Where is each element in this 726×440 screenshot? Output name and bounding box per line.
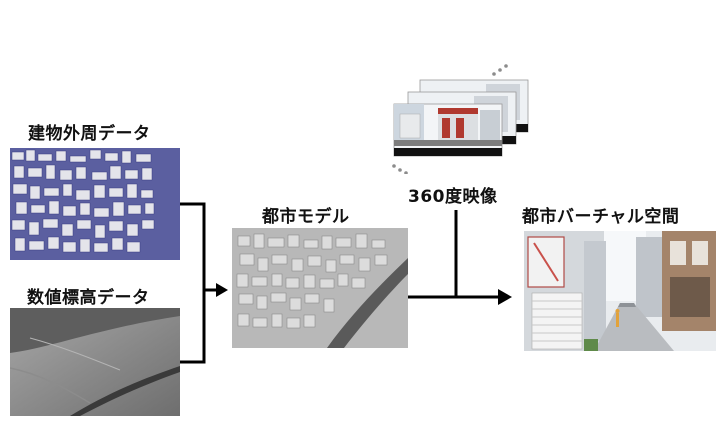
merge-arrow xyxy=(180,202,228,364)
video-360-frames xyxy=(378,62,538,174)
building-footprint-image xyxy=(10,148,180,260)
city-model-image xyxy=(232,228,408,348)
virtual-space-label: 都市バーチャル空間 xyxy=(522,207,680,227)
virtual-space-image xyxy=(524,231,716,351)
elevation-data-image xyxy=(10,308,180,416)
video-merge-arrow xyxy=(408,210,512,305)
city-model-label: 都市モデル xyxy=(262,207,350,227)
video-360-label: 360度映像 xyxy=(408,187,498,207)
elevation-data-label: 数値標高データ xyxy=(27,288,150,308)
building-footprint-label: 建物外周データ xyxy=(28,124,151,144)
